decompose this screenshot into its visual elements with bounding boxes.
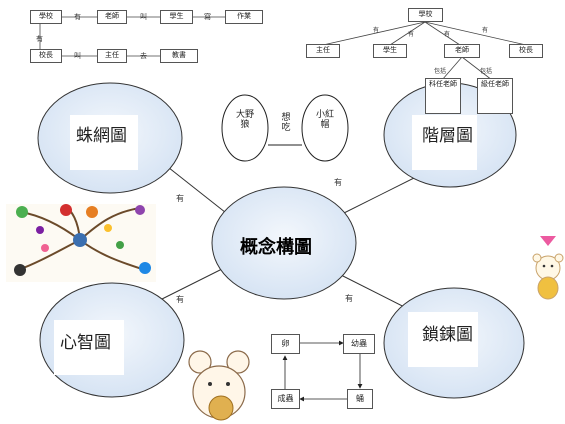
spider-example-want-eat: 想吃 <box>281 113 291 134</box>
sentence-verb-write: 寫 <box>204 13 211 21</box>
spider-example-wolf: 大野狼 <box>235 110 254 131</box>
hierarchy-child-teacher: 老師 <box>444 44 480 58</box>
hierarchy-child-student: 學生 <box>373 44 407 58</box>
hierarchy-subject-teacher: 科任老師 <box>425 78 461 114</box>
hierarchy-sub-edge-label-1: 包括 <box>434 68 447 75</box>
chain-box-larva: 幼蟲 <box>343 334 375 354</box>
hierarchy-edge-label-1: 有 <box>373 27 380 34</box>
chain-box-adult: 成蟲 <box>271 389 300 409</box>
sentence-box-student: 學生 <box>160 10 193 24</box>
sentence-box-teach: 教書 <box>160 49 198 63</box>
hierarchy-edge-label-4: 有 <box>482 27 489 34</box>
link-label-bottom-right: 有 <box>345 294 353 303</box>
bubble-center <box>211 186 357 300</box>
hierarchy-homeroom-teacher: 級任老師 <box>477 78 513 114</box>
link-label-top-right: 有 <box>334 178 342 187</box>
sentence-lines <box>39 16 225 57</box>
sentence-connector-have: 有 <box>36 35 43 43</box>
sentence-verb-call-2: 叫 <box>74 52 81 60</box>
chain-box-pupa: 蛹 <box>347 389 373 409</box>
sentence-box-teacher: 老師 <box>97 10 127 24</box>
link-label-bottom-left: 有 <box>176 295 184 304</box>
spider-example-red-hood: 小紅帽 <box>315 110 334 131</box>
link-label-top-left: 有 <box>176 194 184 203</box>
chain-arrows <box>282 340 363 402</box>
mouse-cookie-illustration <box>188 350 250 421</box>
spider-map-label: 蛛網圖 <box>70 115 138 170</box>
hierarchy-root-school: 學校 <box>408 8 443 22</box>
sentence-box-principal: 校長 <box>30 49 62 63</box>
hierarchy-sub-edge-label-2: 包括 <box>480 68 493 75</box>
bear-doll-illustration <box>532 236 564 300</box>
mind-map-label: 心智圖 <box>54 320 124 375</box>
mind-map-illustration <box>6 204 156 282</box>
spider-oval-right <box>301 94 349 162</box>
sentence-box-director: 主任 <box>97 49 127 63</box>
hierarchy-edge-label-2: 有 <box>408 31 415 38</box>
spider-oval-left <box>221 94 269 162</box>
hierarchy-child-director: 主任 <box>306 44 340 58</box>
hierarchy-child-principal: 校長 <box>509 44 543 58</box>
chain-box-egg: 卵 <box>271 334 300 354</box>
hierarchy-tree-lines <box>322 21 527 81</box>
sentence-verb-call: 叫 <box>140 13 147 21</box>
hierarchy-map-label: 階層圖 <box>412 115 477 170</box>
chain-map-label: 鎖鍊圖 <box>408 312 478 367</box>
sentence-verb-go: 去 <box>140 52 147 60</box>
sentence-box-homework: 作業 <box>225 10 263 24</box>
sentence-verb-have: 有 <box>74 13 81 21</box>
concept-map-title: 概念構圖 <box>240 237 312 258</box>
hierarchy-edge-label-3: 有 <box>444 31 451 38</box>
sentence-box-school: 學校 <box>30 10 62 24</box>
